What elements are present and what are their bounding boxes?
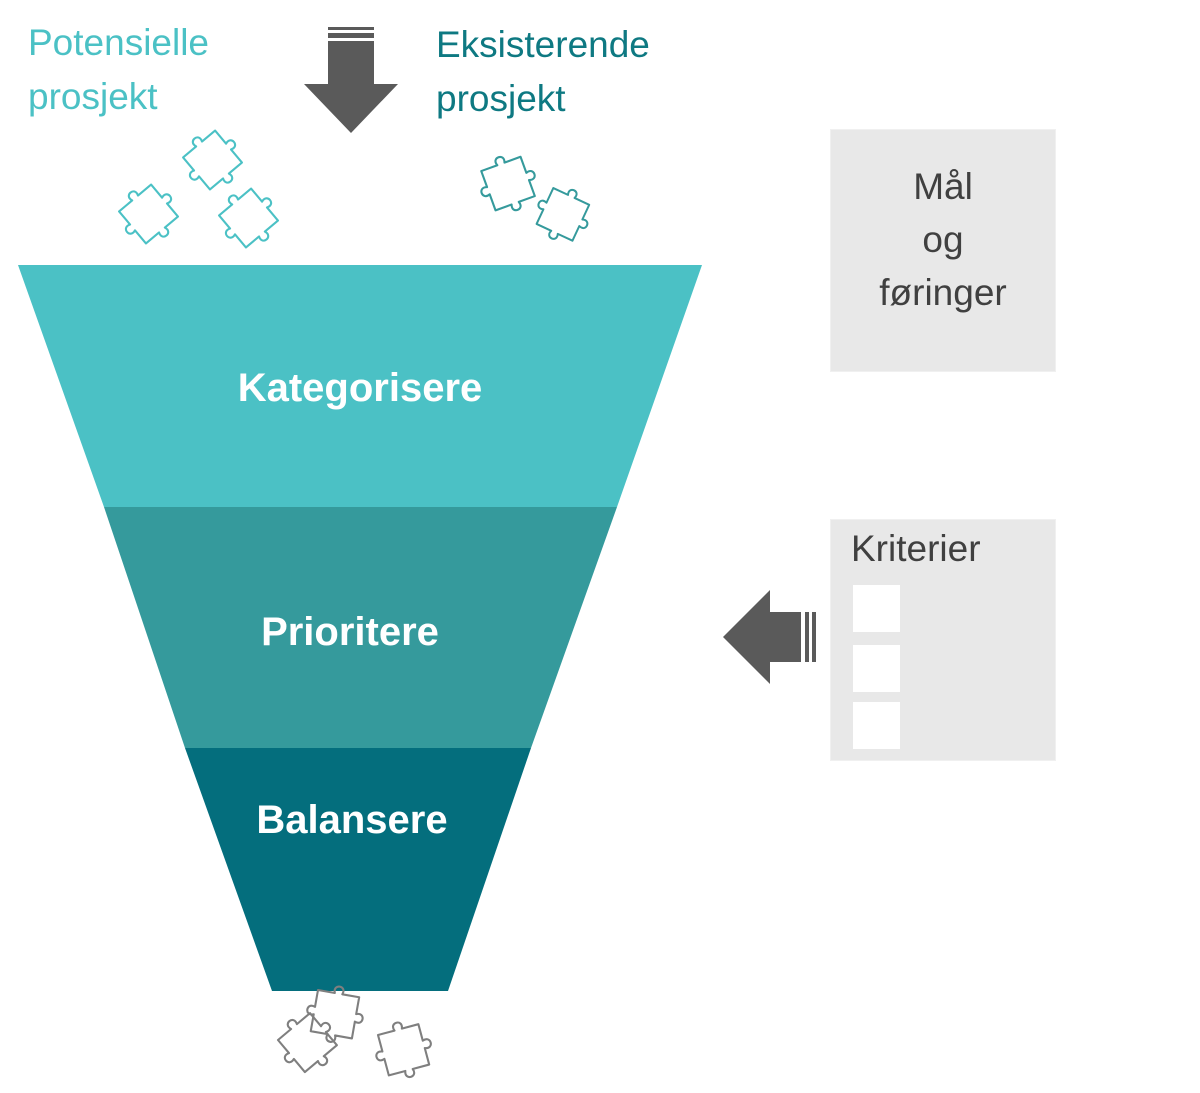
goals-box: Mål og føringer [830,129,1056,372]
criteria-box: Kriterier [830,519,1056,761]
goals-line2: og [922,219,964,260]
existing-projects-line1: Eksisterende [436,24,650,65]
criteria-checkbox [853,645,900,692]
funnel-stage-balance [185,748,531,991]
puzzle-piece-icon [107,173,190,255]
down-arrow-icon [304,27,398,133]
existing-projects-label: Eksisterende prosjekt [436,18,650,126]
puzzle-piece-icon [207,177,290,259]
puzzle-piece-icon [471,146,546,221]
criteria-title: Kriterier [851,528,981,569]
goals-line3: føringer [879,272,1007,313]
potential-projects-line1: Potensielle [28,22,210,63]
puzzle-piece-icon [368,1014,439,1086]
puzzle-piece-icon [526,178,600,251]
potential-projects-label: Potensielle prosjekt [28,16,209,124]
left-arrow-icon [723,590,816,684]
stage-label-prioritize: Prioritere [261,610,439,654]
goals-line1: Mål [913,166,973,207]
funnel-stage-categorize [18,265,702,507]
existing-projects-line2: prosjekt [436,78,566,119]
goals-text: Mål og føringer [831,160,1055,319]
criteria-checkbox [853,702,900,749]
potential-projects-line2: prosjekt [28,76,158,117]
stage-label-balance: Balansere [256,798,448,842]
stage-label-categorize: Kategorisere [237,366,483,410]
puzzle-piece-icon [171,119,254,201]
criteria-checkbox [853,585,900,632]
funnel-stage-prioritize [104,507,617,748]
puzzle-piece-icon [266,1002,348,1084]
